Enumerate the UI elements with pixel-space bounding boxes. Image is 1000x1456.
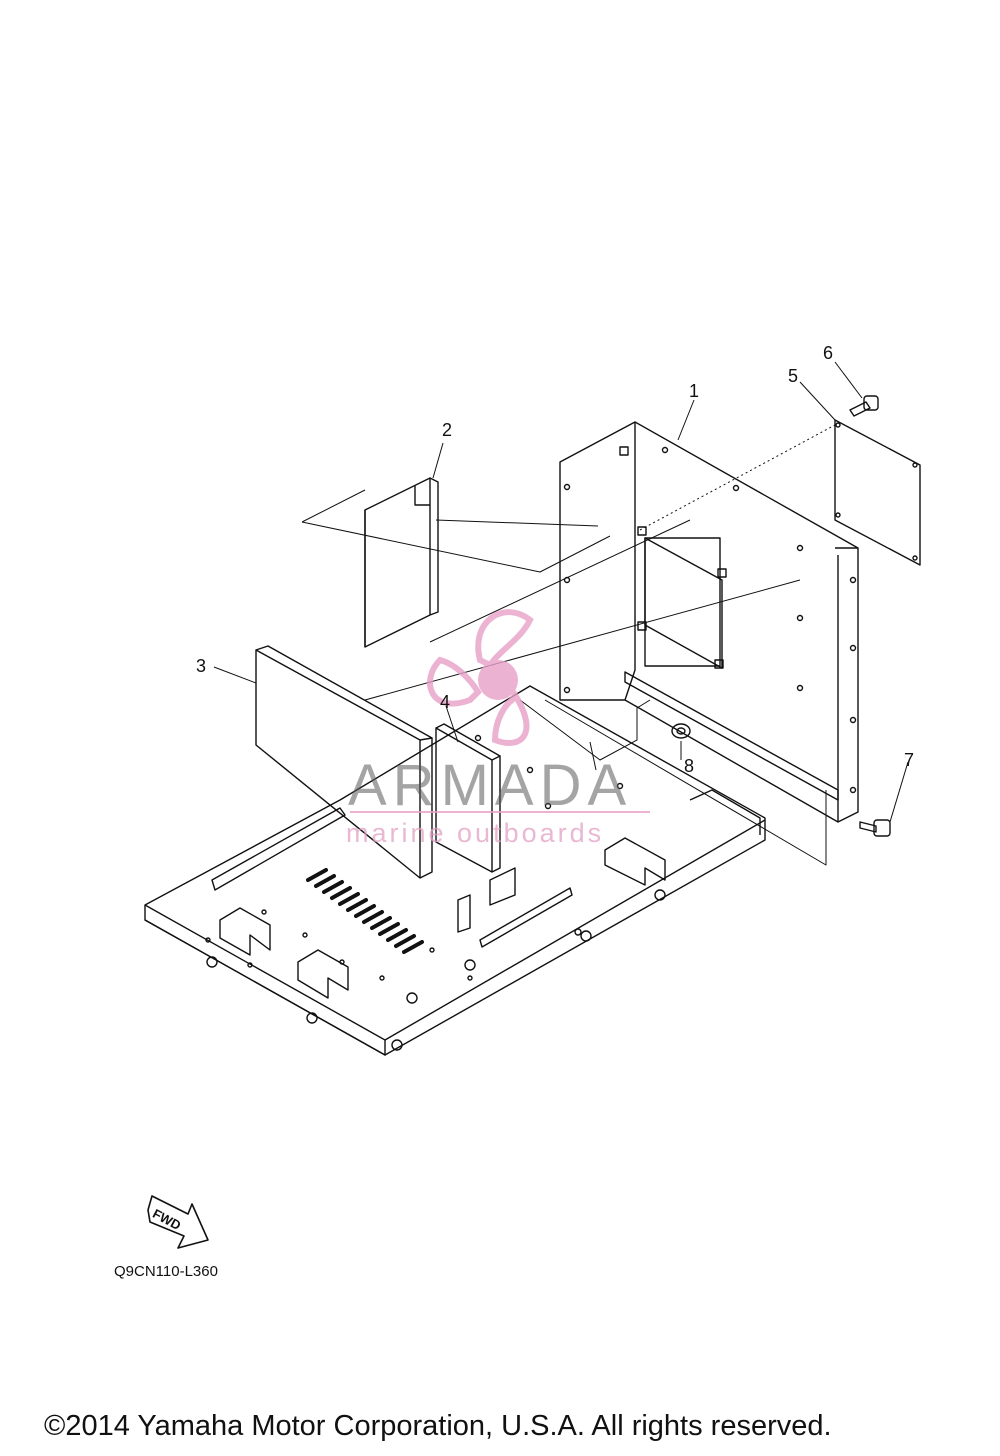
callout-7: 7 [904,750,915,770]
drawing-code: Q9CN110-L360 [114,1263,218,1280]
callout-1: 1 [689,381,700,401]
part-5-plate [834,419,921,566]
callout-2: 2 [442,420,453,440]
base-frame [144,685,766,1056]
part-2-pad [364,477,439,648]
copyright-notice: ©2014 Yamaha Motor Corporation, U.S.A. A… [44,1410,832,1442]
callout-8: 8 [684,756,695,776]
callout-3: 3 [196,656,207,676]
callout-5: 5 [788,366,799,386]
leader-lines [213,361,909,866]
fwd-arrow-icon [147,1195,209,1249]
vent-slots [306,868,424,954]
watermark-subtitle: marine outboards [346,818,605,848]
callout-6: 6 [823,343,834,363]
part-7-bolt [859,819,891,837]
watermark-propeller-logo [350,609,650,813]
watermark-title: ARMADA [348,753,633,818]
part-6-bolt [849,395,879,417]
callout-4: 4 [440,692,451,712]
part-3-pad [255,645,433,879]
part-8-nut [671,723,691,739]
